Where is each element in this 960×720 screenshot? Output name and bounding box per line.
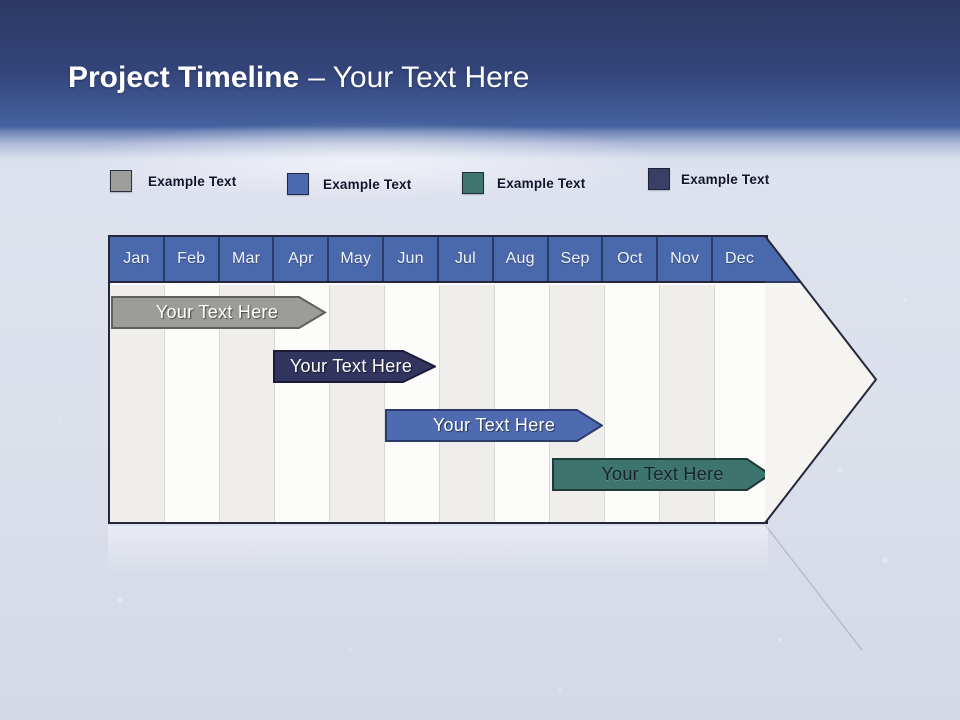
month-header-jul: Jul xyxy=(439,237,494,281)
timeline-bar-2[interactable]: Your Text Here xyxy=(273,350,436,383)
legend-item-gray[interactable]: Example Text xyxy=(110,170,236,192)
month-header-aug: Aug xyxy=(494,237,549,281)
month-header-mar: Mar xyxy=(220,237,275,281)
legend-label: Example Text xyxy=(323,176,412,192)
title-bold-text: Project Timeline xyxy=(68,61,300,94)
legend-swatch-gray xyxy=(110,170,132,192)
month-header-jun: Jun xyxy=(384,237,439,281)
page-title[interactable]: Project Timeline– Your Text Here xyxy=(68,60,529,96)
timeline-body: Your Text Here Your Text Here Your Text … xyxy=(110,285,771,522)
bar-label: Your Text Here xyxy=(289,356,413,376)
legend-item-blue[interactable]: Example Text xyxy=(287,173,411,195)
arrowhead-fill xyxy=(765,236,876,523)
title-subtitle-text: – Your Text Here xyxy=(308,61,530,94)
legend-item-navy[interactable]: Example Text xyxy=(648,168,769,190)
month-header-nov: Nov xyxy=(658,237,714,281)
bar-arrow-shape xyxy=(385,409,603,442)
timeline-bar-3[interactable]: Your Text Here xyxy=(385,409,603,442)
month-header-feb: Feb xyxy=(165,237,220,281)
timeline-bar-4[interactable]: Your Text Here xyxy=(552,458,771,491)
timeline-chart: Jan Feb Mar Apr May Jun Jul Aug Sep Oct … xyxy=(108,235,888,675)
month-header-oct: Oct xyxy=(603,237,659,281)
legend-swatch-navy xyxy=(648,168,670,190)
bar-arrow-shape xyxy=(552,458,771,491)
bar-label: Your Text Here xyxy=(432,415,556,435)
legend-swatch-blue xyxy=(287,173,309,195)
month-header-dec: Dec xyxy=(724,250,755,267)
legend-label: Example Text xyxy=(148,173,237,189)
arrowhead-border xyxy=(764,235,878,524)
timeline-table[interactable]: Jan Feb Mar Apr May Jun Jul Aug Sep Oct … xyxy=(108,235,771,524)
bar-arrow-shape xyxy=(111,296,327,329)
bar-label: Your Text Here xyxy=(601,464,724,484)
month-header-jan: Jan xyxy=(110,237,165,281)
month-header-apr: Apr xyxy=(274,237,330,281)
legend-label: Example Text xyxy=(681,171,770,187)
month-header-may: May xyxy=(329,237,385,281)
arrowhead-shape xyxy=(764,235,878,524)
table-reflection xyxy=(108,526,768,581)
legend-item-teal[interactable]: Example Text xyxy=(462,172,585,194)
timeline-bar-1[interactable]: Your Text Here xyxy=(111,296,327,329)
legend-swatch-teal xyxy=(462,172,484,194)
month-header-row: Jan Feb Mar Apr May Jun Jul Aug Sep Oct … xyxy=(110,237,766,283)
month-header-sep: Sep xyxy=(549,237,604,281)
arrowhead-reflection xyxy=(765,525,863,651)
legend-label: Example Text xyxy=(497,175,586,191)
bar-arrow-shape xyxy=(273,350,436,383)
bar-label: Your Text Here xyxy=(155,302,279,322)
